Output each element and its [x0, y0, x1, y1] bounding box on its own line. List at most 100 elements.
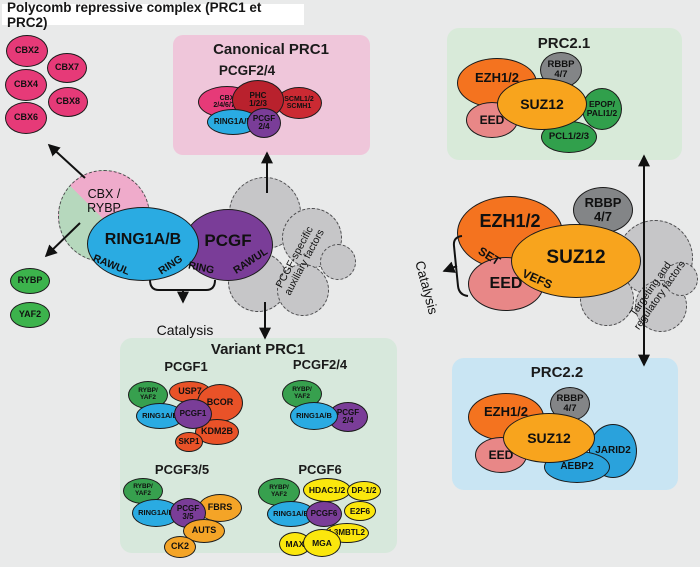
blob-pcgf6-pcgf: PCGF6	[306, 501, 342, 527]
pcgf6-pcgf-label: PCGF6	[310, 508, 338, 518]
canonical-title: Canonical PRC1	[191, 41, 351, 58]
pcgf6-l3mbtl2-label: L3MBTL2	[329, 527, 365, 537]
blob-pcgf6-dp: DP-1/2	[347, 481, 381, 501]
blob-pcgf1-skp1: SKP1	[175, 432, 203, 452]
pcgf24-label-text: PCGF2/4	[292, 357, 348, 372]
prc21-title-text: PRC2.1	[537, 35, 591, 52]
prc22-eed-label: EED	[488, 447, 514, 462]
prc21-title: PRC2.1	[484, 35, 644, 52]
arrow-catalysis-prc2	[442, 261, 458, 273]
prc21-ezh-label: EZH1/2	[474, 70, 520, 85]
aux-factors-cloud	[277, 264, 329, 316]
blob-ring1ab-core: RING1A/B	[87, 207, 199, 281]
canonical-pcgf24-label: PCGF 2/4	[252, 113, 276, 131]
page-title: Polycomb repressive complex (PRC1 et PRC…	[7, 0, 262, 30]
pcgf24-rybp-label: RYBP/ YAF2	[292, 386, 312, 400]
ring1ab-core-label: RING1A/B	[104, 231, 182, 248]
pcgf1-ring1ab-label: RING1A/B	[142, 411, 178, 421]
bracket-catalysis-prc1	[149, 279, 216, 291]
prc21-epop-label: EPOP/ PALI1/2	[586, 99, 618, 118]
blob-prc21-suz12: SUZ12	[497, 78, 587, 130]
pcgf1-label-text: PCGF1	[164, 359, 208, 374]
canonical-cbx-label: CBX 2/4/6/7/8	[213, 94, 241, 109]
catalysis-prc1-text: Catalysis	[156, 322, 214, 339]
blob-prc22-suz12: SUZ12	[503, 413, 595, 463]
variant-title: Variant PRC1	[178, 341, 338, 358]
pcgf24-pcgf-label: PCGF 2/4	[336, 407, 360, 425]
blob-pcgf35-ck2: CK2	[164, 536, 196, 558]
prc22-rbbp-label: RBBP 4/7	[556, 393, 584, 414]
blob-cbx4-label: CBX4	[13, 79, 38, 90]
prc21-suz12-label: SUZ12	[520, 95, 564, 112]
blob-canonical-scml: SCML1/2 SCMH1	[276, 87, 322, 119]
catalysis-prc1-label: Catalysis	[150, 308, 220, 339]
blob-pcgf35-auts: AUTS	[183, 519, 225, 543]
pcgf35-auts-label: AUTS	[191, 525, 217, 536]
blob-pcgf6-e2f6: E2F6	[344, 501, 376, 521]
blob-yaf2: YAF2	[10, 302, 50, 328]
canonical-phc-label: PHC 1/2/3	[249, 90, 267, 108]
prc22-title: PRC2.2	[477, 364, 637, 381]
blob-pcgf6-hdac: HDAC1/2	[303, 478, 351, 502]
pcgf35-fbrs-label: FBRS	[207, 502, 233, 513]
canonical-ring1ab-label: RING1A/B	[213, 116, 253, 126]
pcgf1-kdm2b-label: KDM2B	[200, 426, 233, 437]
prc21-pcl-label: PCL1/2/3	[548, 131, 590, 143]
blob-rybp: RYBP	[10, 268, 50, 294]
prc21-rbbp-label: RBBP 4/7	[547, 59, 575, 80]
blob-canonical-pcgf24: PCGF 2/4	[247, 108, 281, 138]
blob-cbx8: CBX8	[48, 87, 88, 117]
pcgf6-hdac-label: HDAC1/2	[308, 484, 346, 495]
variant-title-text: Variant PRC1	[210, 341, 306, 358]
pcgf1-pcgf1-label: PCGF1	[179, 408, 207, 418]
blob-pcgf24-ring1ab: RING1A/B	[290, 402, 338, 430]
prc2core-suz12-label: SUZ12	[546, 247, 606, 268]
prc22-suz12-label: SUZ12	[527, 429, 571, 446]
blob-cbx6: CBX6	[5, 102, 47, 134]
pcgf6-label-text: PCGF6	[298, 462, 342, 477]
pcgf35-rybp-label: RYBP/ YAF2	[133, 483, 153, 497]
aux-factors-cloud	[320, 244, 356, 280]
pcgf6-e2f6-label: E2F6	[349, 505, 371, 516]
canonical-subtitle-text: PCGF2/4	[218, 63, 276, 78]
pcgf1-rybp-label: RYBP/ YAF2	[138, 387, 158, 401]
variant-pcgf1-label: PCGF1	[136, 359, 236, 374]
canonical-subtitle: PCGF2/4	[192, 63, 302, 78]
pcgf35-pcgf-label: PCGF 3/5	[176, 503, 200, 521]
catalysis-prc2-label: Catalysis	[411, 252, 456, 320]
prc2core-ezh-label: EZH1/2	[479, 211, 541, 231]
pcgf35-ck2-label: CK2	[170, 541, 189, 552]
pcgf6-rybp-label: RYBP/ YAF2	[269, 484, 289, 498]
prc22-ezh-label: EZH1/2	[483, 404, 529, 419]
prc2core-eed-label: EED	[489, 274, 523, 292]
blob-cbx6-label: CBX6	[13, 112, 38, 123]
canonical-title-text: Canonical PRC1	[213, 41, 329, 58]
blob-cbx8-label: CBX8	[55, 96, 80, 107]
blob-pcgf6-mga: MGA	[303, 529, 341, 557]
blob-prc22-jarid2: JARID2	[589, 424, 637, 478]
prc21-eed-label: EED	[479, 112, 505, 127]
pcgf6-mga-label: MGA	[312, 537, 332, 548]
blob-cbx4: CBX4	[5, 69, 47, 101]
page-title-strip: Polycomb repressive complex (PRC1 et PRC…	[2, 0, 304, 30]
pcgf6-dp-label: DP-1/2	[351, 485, 377, 495]
pcgf-core-label: PCGF	[204, 231, 252, 250]
pcgf35-label-text: PCGF3/5	[154, 462, 210, 477]
pcgf6-ring1ab-label: RING1A/B	[273, 509, 309, 519]
blob-rybp-label: RYBP	[17, 275, 43, 286]
pcgf1-usp7-label: USP7	[178, 386, 202, 397]
cbx-rybp-label: CBX / RYBP	[87, 187, 121, 215]
blob-cbx7: CBX7	[47, 53, 87, 83]
blob-cbx2-label: CBX2	[14, 45, 39, 56]
blob-pcgf1-pcgf1: PCGF1	[174, 399, 212, 429]
blob-cbx2: CBX2	[6, 35, 48, 67]
prc22-title-text: PRC2.2	[530, 364, 584, 381]
variant-pcgf35-label: PCGF3/5	[132, 462, 232, 477]
canonical-scml-label: SCML1/2 SCMH1	[284, 95, 314, 110]
pcgf35-ring1ab-label: RING1A/B	[138, 508, 174, 518]
prc2core-rbbp-label: RBBP 4/7	[584, 195, 622, 224]
targeting-cloud	[664, 262, 698, 296]
arrow-module-to-cbx-cluster	[47, 143, 86, 179]
prc22-aebp2-label: AEBP2	[560, 460, 594, 472]
